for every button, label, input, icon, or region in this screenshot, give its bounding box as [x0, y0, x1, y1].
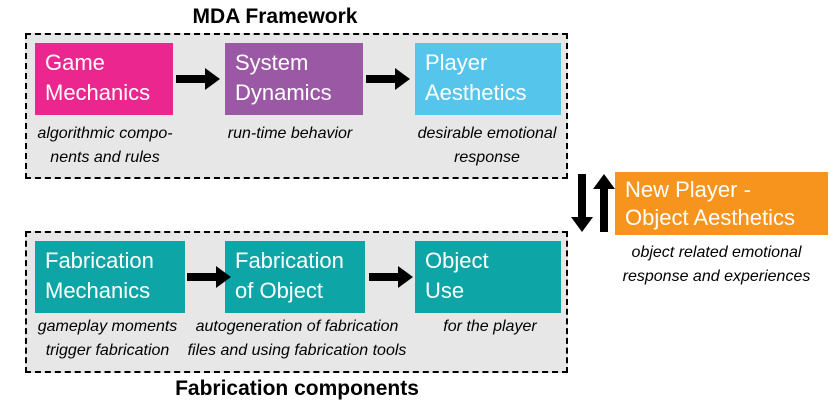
arrow-head: [593, 174, 615, 189]
exchange-arrow-down-icon: [571, 174, 593, 232]
arrow-shaft: [600, 189, 608, 232]
fabrication-components-title: Fabrication components: [175, 377, 419, 400]
arrow-dynamics-to-aesthetics-icon: [366, 68, 410, 90]
system-dynamics-box: System Dynamics: [225, 43, 363, 115]
arrow-head: [571, 217, 593, 232]
fabrication-of-object-caption: autogeneration of fabrication files and …: [187, 318, 407, 359]
arrow-shaft: [176, 75, 206, 83]
object-use-box: Object Use: [415, 241, 561, 313]
new-player-object-aesthetics-caption: object related emotional response and ex…: [622, 244, 811, 285]
system-dynamics-caption: run-time behavior: [227, 125, 353, 142]
arrow-head: [395, 68, 410, 90]
arrow-shaft: [369, 273, 399, 281]
mda-framework-title: MDA Framework: [192, 5, 358, 28]
exchange-arrow-up-icon: [593, 174, 615, 232]
arrow-mechanics-to-dynamics-icon: [176, 68, 220, 90]
fabrication-mechanics-box: Fabrication Mechanics: [35, 241, 185, 313]
player-aesthetics-box: Player Aesthetics: [415, 43, 561, 115]
arrow-fabmechanics-to-fabobject-icon: [187, 266, 231, 288]
object-use-caption: for the player: [443, 318, 537, 335]
game-mechanics-box: Game Mechanics: [35, 43, 173, 115]
arrow-shaft: [578, 174, 586, 217]
game-mechanics-caption: algorithmic compo- nents and rules: [37, 125, 173, 166]
arrow-fabobject-to-objectuse-icon: [369, 266, 413, 288]
arrow-shaft: [366, 75, 396, 83]
fabrication-mechanics-caption: gameplay moments trigger fabrication: [37, 318, 178, 359]
player-aesthetics-caption: desirable emotional response: [417, 125, 557, 166]
arrow-head: [398, 266, 413, 288]
arrow-head: [205, 68, 220, 90]
arrow-shaft: [187, 273, 217, 281]
fabrication-of-object-box: Fabrication of Object: [225, 241, 365, 313]
arrow-head: [216, 266, 231, 288]
new-player-object-aesthetics-box: New Player - Object Aesthetics: [615, 172, 828, 235]
